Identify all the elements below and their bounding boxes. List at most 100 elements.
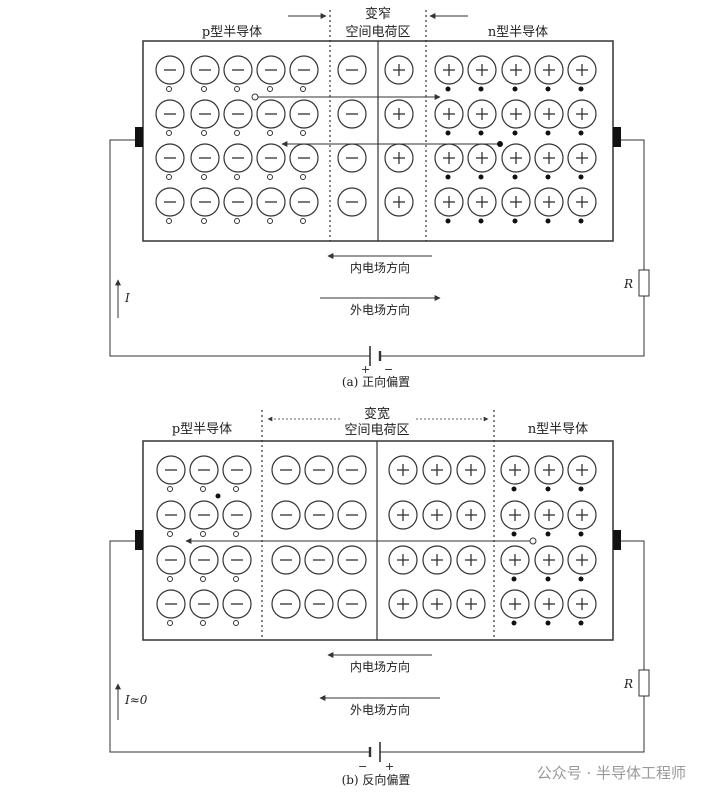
donor-ion (567, 55, 597, 92)
electron (478, 130, 484, 136)
hole (234, 130, 240, 136)
donor-ion (434, 99, 464, 136)
donor-ion (434, 143, 464, 180)
donor-ion (388, 500, 418, 530)
electron (545, 218, 551, 224)
acceptor-ion (223, 143, 253, 180)
electron (578, 174, 584, 180)
p-semiconductor-label: p型半导体 (172, 422, 232, 437)
acceptor-ion (190, 55, 220, 92)
electron (511, 576, 517, 582)
donor-ion (500, 455, 530, 492)
acceptor-ion (156, 589, 186, 626)
donor-ion (500, 589, 530, 626)
donor-ion (388, 455, 418, 485)
acceptor-ion (189, 545, 219, 582)
current-label: I (124, 291, 130, 305)
acceptor-ion (155, 55, 185, 92)
acceptor-ion (271, 589, 301, 619)
hole (166, 86, 172, 92)
electron (578, 620, 584, 626)
electron (545, 486, 551, 492)
donor-ion (500, 500, 530, 537)
resistor (638, 669, 650, 697)
donor-ion (456, 500, 486, 530)
donor-ion (467, 55, 497, 92)
acceptor-ion (189, 500, 219, 537)
acceptor-ion (271, 545, 301, 575)
acceptor-ion (289, 143, 319, 180)
p-semiconductor-label: p型半导体 (202, 25, 262, 40)
donor-ion (434, 187, 464, 224)
hole (233, 531, 239, 537)
acceptor-ion (271, 500, 301, 530)
hole (200, 531, 206, 537)
hole-marker (251, 93, 259, 101)
right-electrode (613, 127, 621, 147)
hole-marker (529, 537, 537, 545)
forward-bias-diagram: p型半导体 n型半导体 变窄 空间电荷区 R + − I (109, 6, 650, 389)
acceptor-ion (304, 545, 334, 575)
donor-ion (567, 589, 597, 626)
acceptor-ion (337, 545, 367, 575)
electron (445, 86, 451, 92)
donor-ion (467, 99, 497, 136)
hole (300, 86, 306, 92)
acceptor-ion (289, 187, 319, 224)
donor-ion (567, 455, 597, 492)
circuit-wire (109, 540, 370, 753)
battery-right-sign: − (384, 363, 393, 376)
acceptor-ion (155, 187, 185, 224)
region-change-label: 变宽 (364, 406, 390, 422)
acceptor-ion (222, 500, 252, 537)
electron (445, 174, 451, 180)
donor-ion (534, 500, 564, 537)
hole (167, 620, 173, 626)
acceptor-ion (337, 187, 367, 217)
electron (512, 218, 518, 224)
donor-ion (422, 500, 452, 530)
donor-ion (456, 545, 486, 575)
left-electrode (135, 127, 143, 147)
watermark: 公众号 · 半导体工程师 (537, 764, 686, 782)
acceptor-ion (190, 187, 220, 224)
donor-ion (534, 455, 564, 492)
acceptor-ion (304, 500, 334, 530)
acceptor-ion (190, 99, 220, 136)
acceptor-ion (256, 187, 286, 224)
acceptor-ion (155, 99, 185, 136)
acceptor-ion (337, 55, 367, 85)
electron (578, 486, 584, 492)
acceptor-ion (222, 589, 252, 626)
donor-ion (567, 545, 597, 582)
electron (578, 218, 584, 224)
electron (215, 493, 221, 499)
donor-ion (422, 589, 452, 619)
electron (578, 86, 584, 92)
donor-ion (500, 545, 530, 582)
acceptor-ion (304, 455, 334, 485)
resistor-label: R (623, 277, 633, 291)
acceptor-ion (156, 455, 186, 492)
acceptor-ion (190, 143, 220, 180)
hole (267, 218, 273, 224)
electron (545, 576, 551, 582)
hole (267, 86, 273, 92)
donor-ion (501, 143, 531, 180)
donor-ion (384, 55, 414, 85)
right-electrode (613, 530, 621, 550)
electron (545, 531, 551, 537)
hole (201, 174, 207, 180)
acceptor-ion (337, 589, 367, 619)
donor-ion (501, 55, 531, 92)
hole (233, 620, 239, 626)
donor-ion (456, 455, 486, 485)
donor-ion (534, 589, 564, 626)
electron (511, 620, 517, 626)
electron (578, 531, 584, 537)
electron (478, 86, 484, 92)
electron (511, 531, 517, 537)
acceptor-ion (222, 455, 252, 492)
figure-caption: (a) 正向偏置 (342, 374, 410, 389)
